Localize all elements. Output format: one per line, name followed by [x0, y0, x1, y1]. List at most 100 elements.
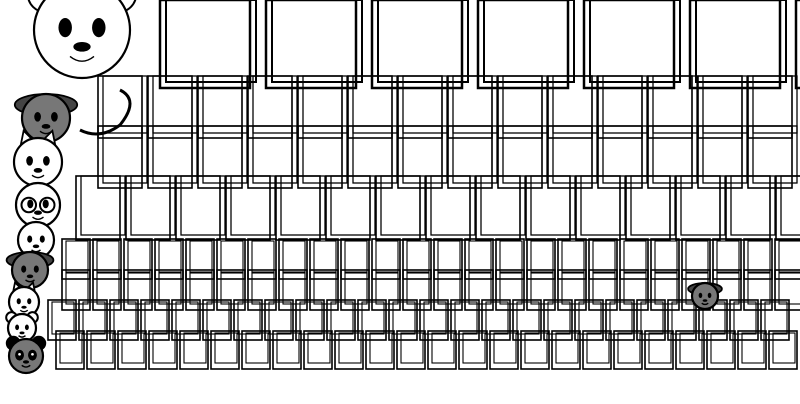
glyph-box — [427, 330, 457, 370]
glyph-box — [61, 238, 91, 280]
glyph-box — [109, 299, 139, 341]
glyph-box — [675, 330, 705, 370]
glyph-box — [326, 299, 356, 341]
glyph-box — [388, 299, 418, 341]
glyph-box — [86, 330, 116, 370]
glyph-box — [447, 125, 498, 189]
glyph-box — [512, 299, 542, 341]
glyph-box — [497, 125, 548, 189]
bear-mascot-icon — [27, 0, 137, 80]
glyph-box — [425, 175, 476, 241]
glyph-box — [375, 175, 426, 241]
glyph-box — [675, 175, 726, 241]
glyph-box — [297, 125, 348, 189]
glasses-mascot-icon — [14, 181, 62, 229]
glyph-row-3 — [97, 125, 798, 189]
glyph-box — [402, 238, 432, 280]
glyph-box — [619, 238, 649, 280]
glyph-box — [97, 125, 148, 189]
glyph-box — [272, 330, 302, 370]
glyph-box — [275, 175, 326, 241]
glyph-box — [497, 75, 548, 139]
glyph-box — [447, 75, 498, 139]
glyph-box — [147, 75, 198, 139]
glyph-box — [681, 238, 711, 280]
glyph-box — [667, 299, 697, 341]
glyph-row-1 — [158, 0, 800, 90]
glyph-box — [97, 75, 148, 139]
glyph-box — [525, 175, 576, 241]
bear-arm-stroke — [79, 88, 132, 136]
glyph-row-2 — [97, 75, 798, 139]
glyph-box — [197, 75, 248, 139]
glyph-box — [475, 175, 526, 241]
glyph-box — [55, 330, 85, 370]
glyph-box — [419, 299, 449, 341]
glyph-box — [613, 330, 643, 370]
glyph-box — [636, 299, 666, 341]
glyph-box — [543, 299, 573, 341]
glyph-box — [489, 330, 519, 370]
glyph-box — [575, 175, 626, 241]
glyph-box — [597, 75, 648, 139]
glyph-box — [644, 330, 674, 370]
glyph-box — [650, 238, 680, 280]
glyph-box — [158, 0, 257, 90]
glyph-box — [365, 330, 395, 370]
glyph-box — [697, 75, 748, 139]
glyph-box — [125, 175, 176, 241]
glyph-box — [303, 330, 333, 370]
glyph-box — [334, 330, 364, 370]
glyph-box — [712, 238, 742, 280]
glyph-box — [747, 75, 798, 139]
glyph-box — [747, 125, 798, 189]
glyph-box — [347, 125, 398, 189]
glyph-box — [551, 330, 581, 370]
panda-mascot-icon — [5, 335, 47, 375]
glyph-box — [743, 238, 773, 280]
glyph-row-5 — [61, 238, 800, 280]
glyph-row-8 — [55, 330, 798, 370]
glyph-box — [737, 330, 767, 370]
glyph-box — [202, 299, 232, 341]
glyph-box — [688, 0, 787, 90]
glyph-box — [625, 175, 676, 241]
glyph-box — [140, 299, 170, 341]
glyph-box — [325, 175, 376, 241]
glyph-box — [247, 125, 298, 189]
glyph-box — [92, 238, 122, 280]
glyph-box — [241, 330, 271, 370]
glyph-box — [588, 238, 618, 280]
glyph-box — [185, 238, 215, 280]
glyph-box — [647, 75, 698, 139]
glyph-box — [225, 175, 276, 241]
cat-mascot-icon — [12, 128, 64, 188]
glyph-box — [340, 238, 370, 280]
glyph-box — [297, 75, 348, 139]
glyph-box — [794, 0, 800, 90]
glyph-box — [582, 330, 612, 370]
glyph-box — [760, 299, 790, 341]
round-mascot-icon — [5, 311, 39, 344]
glyph-box — [526, 238, 556, 280]
glyph-box — [725, 175, 776, 241]
glyph-box — [481, 299, 511, 341]
glyph-box — [582, 0, 681, 90]
glyph-box — [233, 299, 263, 341]
glyph-box — [370, 0, 469, 90]
cap-mascot-icon — [13, 92, 79, 144]
glyph-box — [458, 330, 488, 370]
glyph-box — [357, 299, 387, 341]
glyph-box — [148, 330, 178, 370]
glyph-box — [729, 299, 759, 341]
glyph-box — [278, 238, 308, 280]
glyph-box — [247, 75, 298, 139]
glyph-box — [78, 299, 108, 341]
glyph-box — [476, 0, 575, 90]
glyph-box — [647, 125, 698, 189]
glyph-box — [247, 238, 277, 280]
dog-mascot-icon — [5, 250, 55, 290]
glyph-row-4 — [75, 175, 800, 241]
glyph-box — [154, 238, 184, 280]
